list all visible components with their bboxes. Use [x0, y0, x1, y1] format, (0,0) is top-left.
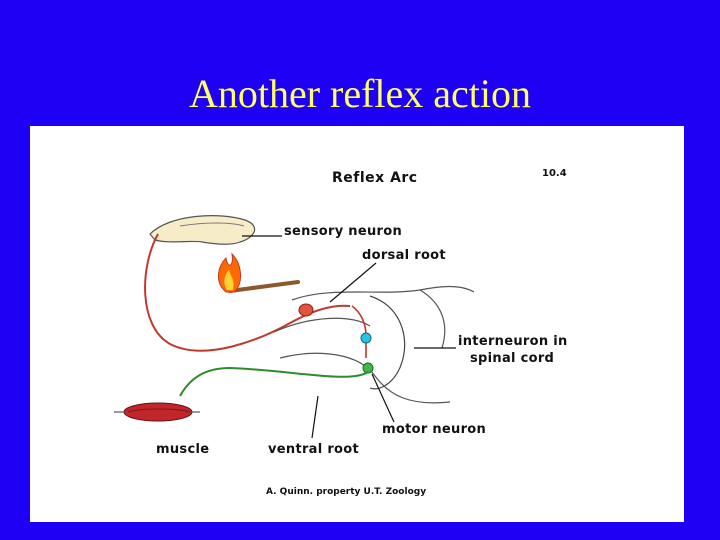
label-ventral-root: ventral root [268, 442, 360, 457]
interneuron-cell [360, 332, 372, 344]
figure-number: 10.4 [542, 168, 567, 179]
reflex-arc-figure: Reflex Arc 10.4 sensory neuron dorsal ro… [30, 126, 684, 522]
leader-ventral-root [311, 395, 319, 439]
slide-title: Another reflex action [188, 71, 532, 116]
reflex-arc-diagram [114, 215, 475, 439]
label-muscle: muscle [156, 442, 210, 457]
label-motor-neuron: motor neuron [382, 422, 487, 437]
dorsal-root-ganglion [298, 303, 314, 317]
spinal-cord-outline [273, 285, 475, 404]
label-sensory-neuron: sensory neuron [284, 224, 403, 239]
leader-dorsal-root [329, 262, 377, 303]
hand-illustration [149, 215, 256, 245]
figure-credit: A. Quinn. property U.T. Zoology [266, 487, 427, 497]
interneuron-path [351, 305, 367, 358]
leader-motor-neuron [371, 373, 395, 423]
match-stick [228, 280, 300, 293]
motor-neuron-path [179, 366, 369, 397]
sensory-neuron-path [144, 233, 351, 352]
muscle-illustration [123, 402, 193, 422]
label-interneuron-line2: spinal cord [470, 351, 555, 366]
label-dorsal-root: dorsal root [362, 248, 446, 263]
figure-title: Reflex Arc [332, 170, 418, 186]
label-interneuron-line1: interneuron in [458, 334, 568, 349]
motor-neuron-cell [362, 362, 374, 374]
